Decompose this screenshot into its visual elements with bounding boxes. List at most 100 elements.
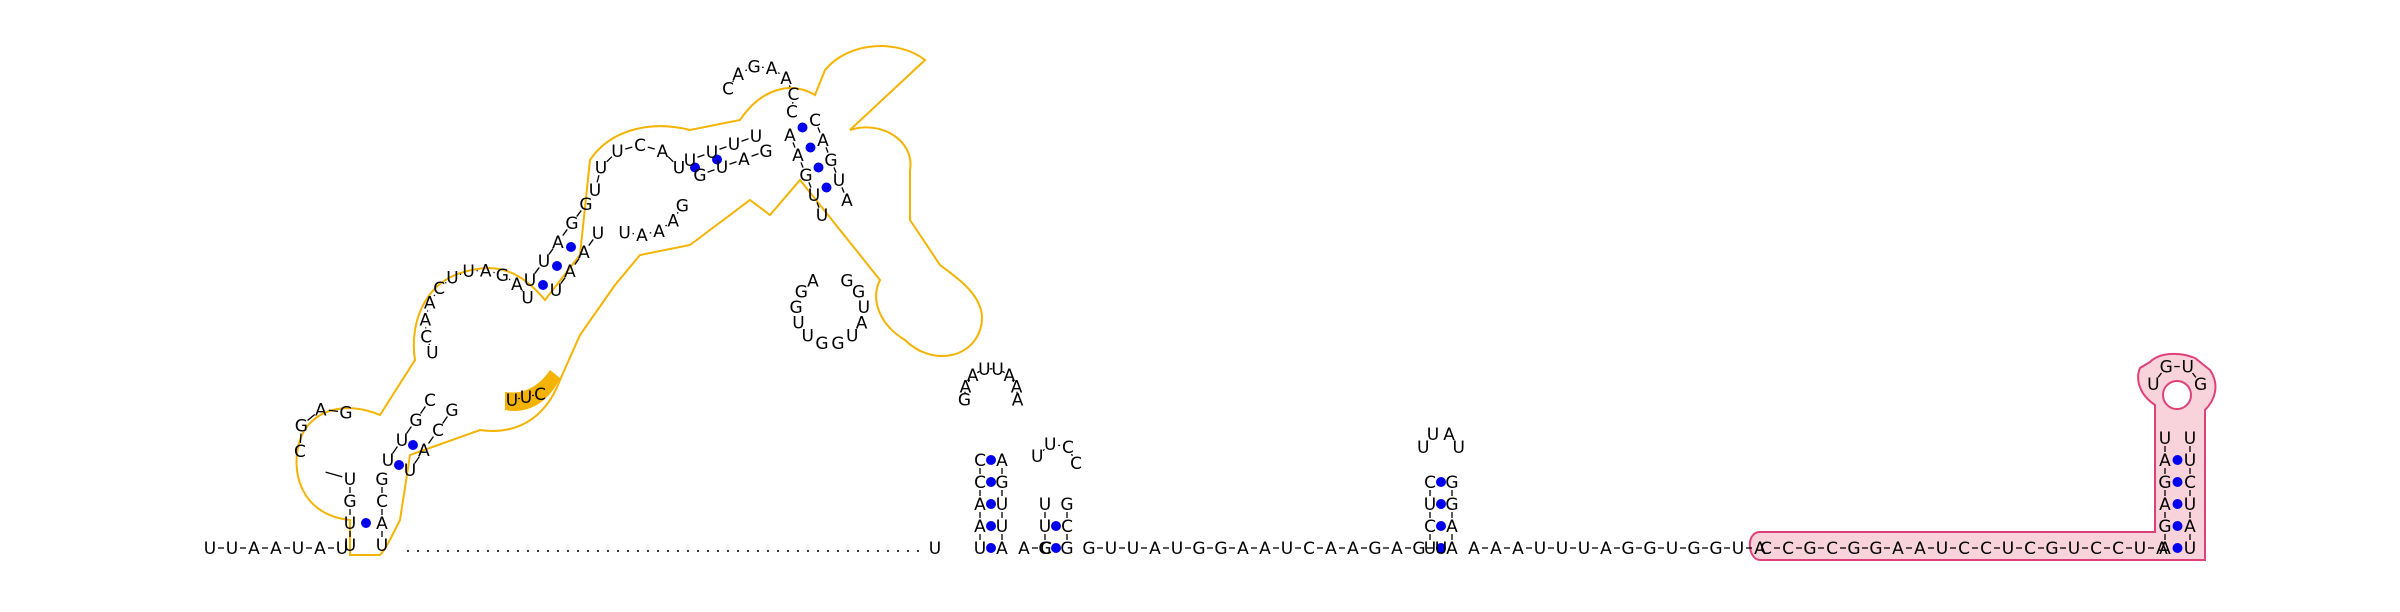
gap-dot (747, 550, 749, 552)
nucleotide: U (521, 289, 533, 309)
base-pair-dot (394, 460, 404, 470)
nucleotide: A (1237, 539, 1249, 559)
backbone-link (720, 147, 727, 150)
gap-dot (507, 550, 509, 552)
nucleotide: C (1303, 539, 1315, 559)
nucleotide: U (404, 461, 416, 481)
nucleotide: U (524, 271, 536, 291)
nucleotide: C (294, 442, 306, 462)
gap-dot (817, 550, 819, 552)
nucleotide: U (595, 159, 607, 179)
nucleotide: A (784, 126, 796, 146)
nucleotide: U (808, 186, 820, 206)
gap-dot (407, 550, 409, 552)
nucleotide: G (375, 470, 388, 490)
gap-dot (607, 550, 609, 552)
base-pair-dot (2173, 521, 2183, 531)
nucleotide: A (376, 514, 388, 534)
gap-dot (807, 550, 809, 552)
nucleotide: U (611, 142, 623, 162)
nucleotide: G (831, 334, 844, 354)
nucleotide: G (1368, 539, 1381, 559)
nucleotide: G (565, 214, 578, 234)
backbone-link (752, 154, 759, 157)
nucleotide: U (2184, 539, 2196, 559)
nucleotide: G (1214, 539, 1227, 559)
nucleotide: G (2194, 375, 2207, 395)
nucleotide: U (978, 360, 990, 380)
nucleotide: U (1936, 539, 1948, 559)
backbone-link (730, 162, 737, 165)
nucleotide: U (344, 470, 356, 490)
nucleotide: A (1490, 539, 1502, 559)
nucleotide: G (339, 403, 352, 423)
gap-dot (677, 550, 679, 552)
nucleotide: A (552, 233, 564, 253)
nucleotide: A (1391, 539, 1403, 559)
nucleotide: C (424, 391, 436, 411)
nucleotide: U (1171, 539, 1183, 559)
nucleotide: G (1082, 539, 1095, 559)
nucleotide: G (295, 417, 308, 437)
gap-dot (657, 550, 659, 552)
nucleotide: G (799, 166, 812, 186)
nucleotide: C (2184, 473, 2196, 493)
nucleotide: C (809, 111, 821, 131)
nucleotide: U (589, 181, 601, 201)
base-pair-dot (566, 242, 576, 252)
nucleotide: G (1060, 539, 1073, 559)
gap-dot (647, 550, 649, 552)
base-pair-dot (1436, 521, 1446, 531)
gap-dot (877, 550, 879, 552)
nucleotide: U (344, 514, 356, 534)
domain-outlines (297, 46, 2216, 560)
gap-dot (917, 550, 919, 552)
nucleotide: A (270, 539, 282, 559)
nucleotide: U (446, 268, 458, 288)
nucleotide: C (432, 421, 444, 441)
nucleotide: G (1445, 473, 1458, 493)
backbone-link (625, 147, 632, 149)
nucleotide: U (2182, 358, 2194, 378)
backbone-link (708, 170, 715, 173)
nucleotide: C (1958, 539, 1970, 559)
base-pair-dot (2173, 477, 2183, 487)
nucleotide: A (480, 261, 492, 281)
nucleotide: C (1760, 539, 1772, 559)
nucleotide: A (636, 226, 648, 246)
nucleotide: A (766, 59, 778, 79)
gap-dot (837, 550, 839, 552)
base-pair-dot (986, 499, 996, 509)
nucleotide: U (2134, 539, 2146, 559)
gap-dot (707, 550, 709, 552)
nucleotide: U (520, 388, 532, 408)
backbone-lines (218, 67, 2196, 552)
nucleotide: G (1709, 539, 1722, 559)
nucleotide: G (1869, 539, 1882, 559)
gap-dot (497, 550, 499, 552)
nucleotide: A (1012, 391, 1024, 411)
nucleotide: G (496, 266, 509, 286)
nucleotide: U (996, 495, 1008, 515)
base-pair-dot (806, 143, 816, 153)
nucleotide: C (634, 136, 646, 156)
gap-dot (867, 550, 869, 552)
nucleotide: G (693, 166, 706, 186)
gap-dot (437, 550, 439, 552)
nucleotide: U (2068, 539, 2080, 559)
nucleotide: A (1446, 539, 1458, 559)
nucleotide: U (1427, 425, 1439, 445)
nucleotide: C (1782, 539, 1794, 559)
gap-dot (567, 550, 569, 552)
nucleotide: U (376, 536, 388, 556)
nucleotide: U (1105, 539, 1117, 559)
nucleotide: G (2158, 517, 2171, 537)
gap-dot (557, 550, 559, 552)
nucleotide: C (420, 327, 432, 347)
nucleotide: G (995, 473, 1008, 493)
nucleotide: A (974, 495, 986, 515)
nucleotide: U (1453, 438, 1465, 458)
nucleotide: U (2147, 375, 2159, 395)
nucleotide: U (996, 517, 1008, 537)
